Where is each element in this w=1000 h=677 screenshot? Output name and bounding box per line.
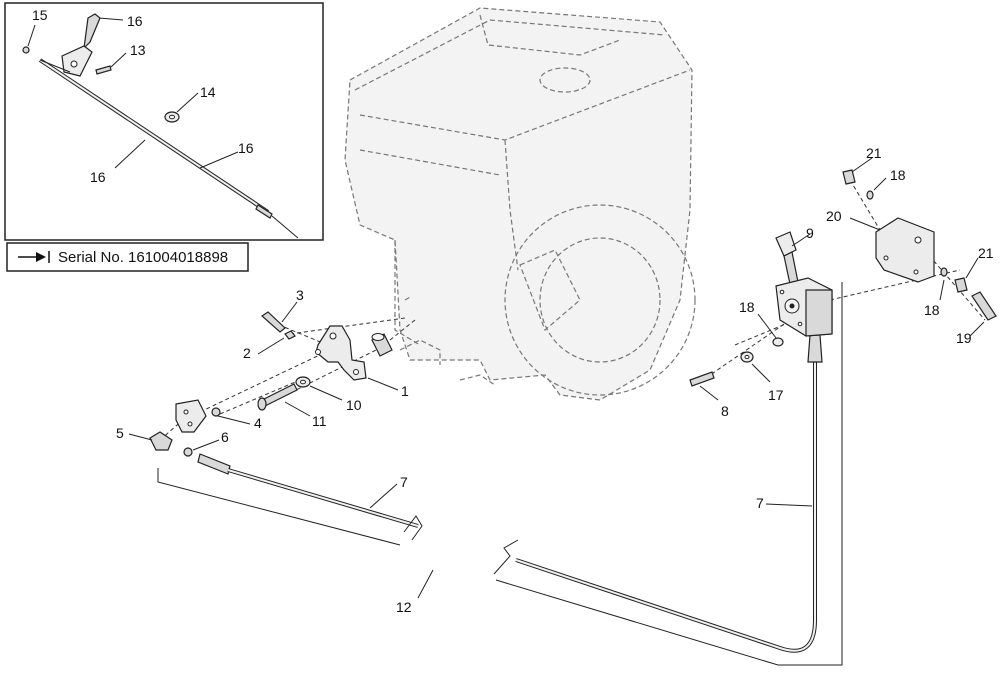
nut-21-top <box>842 169 856 185</box>
callout-18-top: 18 <box>890 167 906 183</box>
callout-labels: 1 2 3 4 5 6 7 7 8 9 10 11 12 17 18 18 18… <box>116 145 994 615</box>
callout-2: 2 <box>243 345 251 361</box>
cable-clamp <box>175 399 207 433</box>
callout-11: 11 <box>312 413 327 429</box>
callout-21-right: 21 <box>978 245 994 261</box>
bolt-19 <box>971 291 997 321</box>
bolt-11 <box>261 383 298 407</box>
callout-16-lever: 16 <box>127 13 143 29</box>
serial-badge <box>6 242 249 272</box>
nut-21-right <box>954 277 968 293</box>
nut-2 <box>284 330 296 340</box>
inset-screw <box>95 65 112 75</box>
inset-nut <box>22 46 30 54</box>
lever-knob <box>775 231 797 257</box>
callout-21-top: 21 <box>866 145 882 161</box>
callout-5: 5 <box>116 425 124 441</box>
callout-18-right: 18 <box>924 302 940 318</box>
callout-18-left: 18 <box>739 299 755 315</box>
bracket-1 <box>315 325 367 381</box>
arrow-right-icon <box>36 252 46 262</box>
control-lever-assembly <box>689 169 997 387</box>
bolt-8 <box>689 371 715 387</box>
dimension-line-right <box>495 282 843 666</box>
washer-18-top <box>866 190 874 200</box>
washer-18-right <box>940 267 948 277</box>
serial-number-label: Serial No. 161004018898 <box>58 249 228 266</box>
callout-13: 13 <box>130 42 146 58</box>
callout-1: 1 <box>401 383 409 399</box>
lever-shaft <box>783 251 799 285</box>
callout-16-assembly: 16 <box>90 169 106 185</box>
callout-15: 15 <box>32 7 48 23</box>
cable-end-right <box>807 334 823 363</box>
callout-20: 20 <box>826 208 842 224</box>
callout-4: 4 <box>254 415 262 431</box>
callout-9: 9 <box>806 225 814 241</box>
dimension-line-left <box>157 468 401 546</box>
callout-19: 19 <box>956 330 972 346</box>
cover-plate <box>875 217 935 283</box>
cable-end-left <box>197 453 231 475</box>
callout-10: 10 <box>346 397 362 413</box>
fitting-5 <box>149 431 173 451</box>
bracket-assembly <box>149 311 416 475</box>
inset-detail: Serial No. 161004018898 15 16 13 14 16 1… <box>4 2 324 272</box>
nut-6 <box>183 447 193 457</box>
callout-14: 14 <box>200 84 216 100</box>
engine-outline <box>344 7 696 401</box>
callout-8: 8 <box>721 403 729 419</box>
nut-4 <box>211 407 221 417</box>
inset-lever-plate <box>61 45 93 77</box>
callout-6: 6 <box>221 429 229 445</box>
callout-7-right: 7 <box>756 495 764 511</box>
inset-lever-handle <box>83 13 101 50</box>
throttle-cable <box>227 334 823 653</box>
callout-7-left: 7 <box>400 474 408 490</box>
washer-18-left <box>772 337 784 347</box>
callout-12: 12 <box>396 599 412 615</box>
callout-16-cable: 16 <box>238 140 254 156</box>
callout-3: 3 <box>296 287 304 303</box>
callout-17: 17 <box>768 387 784 403</box>
leader-lines <box>128 157 985 599</box>
screw-3 <box>261 311 286 333</box>
